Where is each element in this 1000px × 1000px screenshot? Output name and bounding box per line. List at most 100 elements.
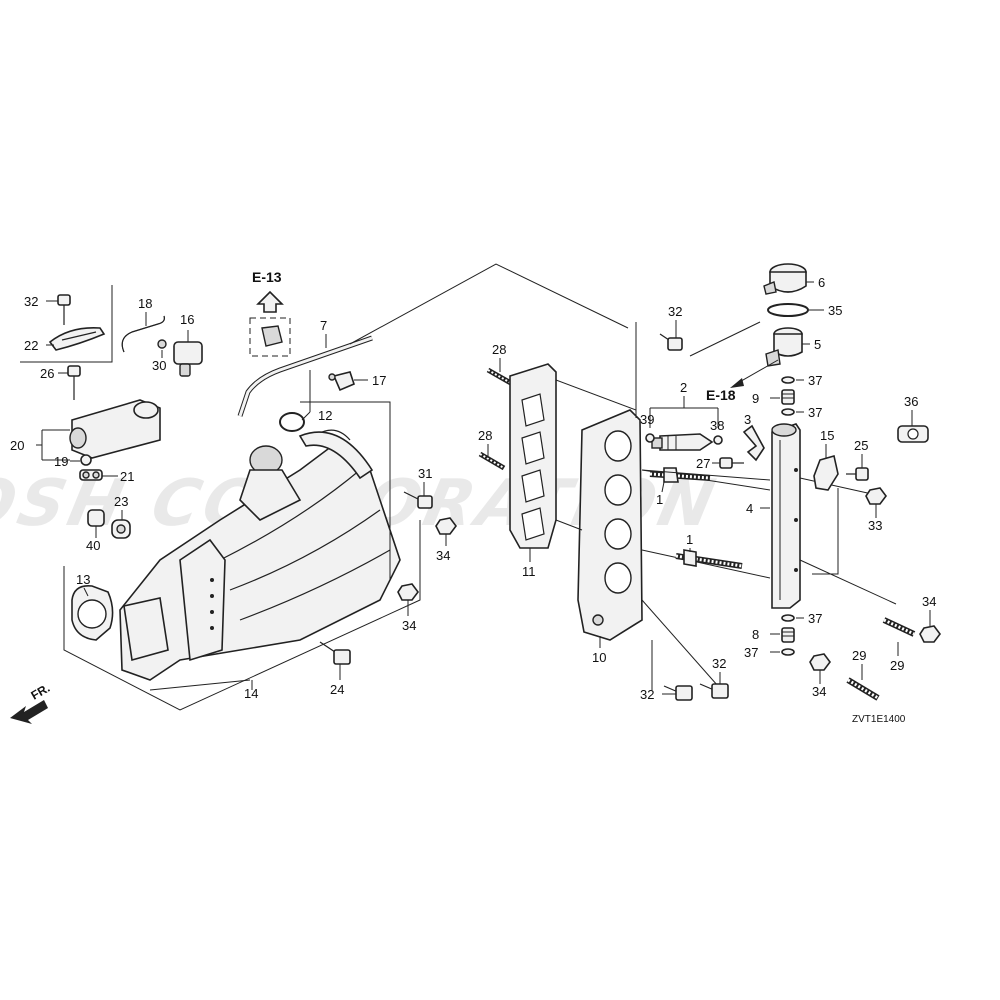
- regulator-6-part: [763, 263, 807, 295]
- clip-3-part: [742, 424, 765, 462]
- callout-35: 35: [828, 303, 842, 318]
- callout-16: 16: [180, 312, 194, 327]
- callout-21: 21: [120, 469, 134, 484]
- callout-9: 9: [752, 391, 759, 406]
- bolt-32d-part: [699, 683, 729, 699]
- bolt-32b-part: [659, 333, 683, 351]
- oring-37d-part: [781, 648, 795, 656]
- spacer-9-part: [781, 389, 795, 405]
- clamp-36-part: [897, 425, 929, 443]
- callout-11: 11: [522, 564, 536, 579]
- front-direction-arrow: [10, 700, 48, 724]
- callout-8: 8: [752, 627, 759, 642]
- callout-25: 25: [854, 438, 868, 453]
- stud-28a-thread: [487, 369, 517, 387]
- callout-14: 14: [244, 686, 258, 701]
- ref-e18: E-18: [706, 387, 736, 403]
- callout-15: 15: [820, 428, 834, 443]
- group-box-14: [63, 520, 421, 711]
- callout-19: 19: [54, 454, 68, 469]
- fitting-5-part: [765, 327, 803, 367]
- callout-22: 22: [24, 338, 38, 353]
- guide-line-rail-mid: [641, 469, 771, 481]
- callout-29a: 29: [852, 648, 866, 663]
- gasket-11-part: [509, 363, 557, 549]
- oring-37b-part: [781, 408, 795, 416]
- callout-13: 13: [76, 572, 90, 587]
- callout-37b: 37: [808, 405, 822, 420]
- oring-39-part: [645, 433, 655, 443]
- callout-34d: 34: [922, 594, 936, 609]
- callout-1a: 1: [656, 492, 663, 507]
- callout-34b: 34: [402, 618, 416, 633]
- guide-line-11: [555, 379, 637, 531]
- callout-40: 40: [86, 538, 100, 553]
- bolt-32-part: [57, 294, 71, 325]
- callout-32a: 32: [24, 294, 38, 309]
- nut-34a-part: [435, 517, 457, 535]
- oring-19-part: [80, 454, 92, 466]
- nut-33-part: [865, 487, 887, 505]
- seal-12-part: [279, 412, 305, 432]
- bushing-23-part: [111, 519, 131, 539]
- guide-line-top: [349, 263, 629, 345]
- bracket-15-part: [813, 454, 839, 491]
- group-line-14: [149, 679, 251, 691]
- grommet-40-part: [87, 509, 105, 527]
- callout-20: 20: [10, 438, 24, 453]
- diagram-code: ZVT1E1400: [852, 714, 906, 725]
- callout-28b: 28: [478, 428, 492, 443]
- bolt-31-part: [403, 491, 433, 509]
- callout-23: 23: [114, 494, 128, 509]
- e13-reference: [249, 290, 291, 357]
- oring-37a-part: [781, 376, 795, 384]
- e18-arrowhead: [730, 378, 744, 388]
- bolt-25-part: [846, 467, 869, 481]
- manifold-10-part: [577, 409, 643, 641]
- hose-7-inner: [238, 336, 373, 417]
- callout-31: 31: [418, 466, 432, 481]
- sensor-16-part: [157, 339, 203, 377]
- bracket-12: [300, 370, 391, 580]
- callout-34c: 34: [812, 684, 826, 699]
- hose-18-inner: [121, 315, 165, 353]
- bracket-2: [649, 396, 719, 428]
- leader-13: [83, 587, 89, 597]
- nut-34c-part: [809, 653, 831, 671]
- bolt-27-part: [719, 457, 744, 469]
- guide-line-rail-bottom: [799, 488, 897, 605]
- group-bracket-22: [20, 285, 113, 363]
- ref-e13: E-13: [252, 269, 282, 285]
- callout-2: 2: [680, 380, 687, 395]
- callout-30: 30: [152, 358, 166, 373]
- callout-10: 10: [592, 650, 606, 665]
- clip-22-part: [48, 326, 106, 351]
- injector-2-part: [651, 433, 714, 451]
- callout-37c: 37: [808, 611, 822, 626]
- callout-26: 26: [40, 366, 54, 381]
- guide-line-e18: [689, 321, 761, 357]
- guide-line-rail-top: [799, 477, 873, 495]
- fitting-17-part: [328, 371, 355, 392]
- callout-28a: 28: [492, 342, 506, 357]
- callout-36: 36: [904, 394, 918, 409]
- callout-27: 27: [696, 456, 710, 471]
- bolt-26-part: [67, 365, 81, 400]
- callout-18: 18: [138, 296, 152, 311]
- guide-line-32d: [641, 599, 719, 687]
- bolt-24-part: [319, 641, 351, 665]
- e18-arrow: [735, 359, 779, 385]
- callout-32b: 32: [668, 304, 682, 319]
- oring-38-part: [713, 435, 723, 445]
- nut-34d-part: [919, 625, 941, 643]
- callout-29b: 29: [890, 658, 904, 673]
- stud-29b-part: [846, 677, 880, 701]
- callout-17: 17: [372, 373, 386, 388]
- callout-5: 5: [814, 337, 821, 352]
- nut-34b-part: [397, 583, 419, 601]
- fuel-rail-4-part: [771, 423, 801, 609]
- stud-29a-part: [882, 617, 916, 637]
- callout-4: 4: [746, 501, 753, 516]
- guide-line-1b: [641, 549, 771, 579]
